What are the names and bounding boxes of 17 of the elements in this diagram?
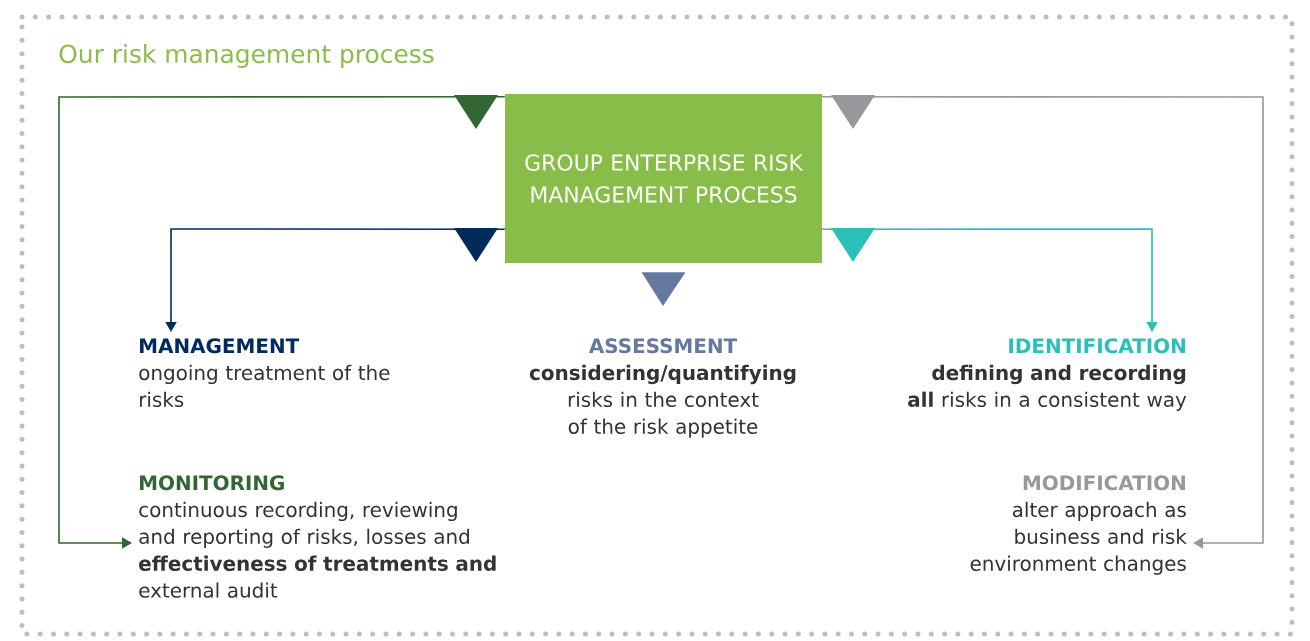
arrow xyxy=(821,228,1158,332)
process-box: GROUP ENTERPRISE RISK MANAGEMENT PROCESS xyxy=(505,94,822,263)
description: ongoing treatment of the risks xyxy=(139,364,390,408)
description: considering/quantifying risks in the context of the risk appetite xyxy=(529,364,796,438)
title: Our risk management process xyxy=(59,43,434,69)
arrow xyxy=(58,95,506,549)
heading: IDENTIFICATION xyxy=(1009,338,1185,354)
heading: ASSESSMENT xyxy=(588,338,738,354)
arrow xyxy=(165,228,506,332)
arrow xyxy=(641,272,686,306)
description: alter approach as business and risk environment changes xyxy=(970,501,1187,575)
description: defining and recording all risks in a consistent way xyxy=(908,364,1187,411)
heading: MODIFICATION xyxy=(1023,475,1185,491)
description: continuous recording, reviewing and reporting of risks, losses and effectiveness of treatments and external audit xyxy=(139,501,496,598)
heading: MONITORING xyxy=(140,475,284,491)
heading: MANAGEMENT xyxy=(140,338,300,354)
arrow xyxy=(821,95,1264,549)
